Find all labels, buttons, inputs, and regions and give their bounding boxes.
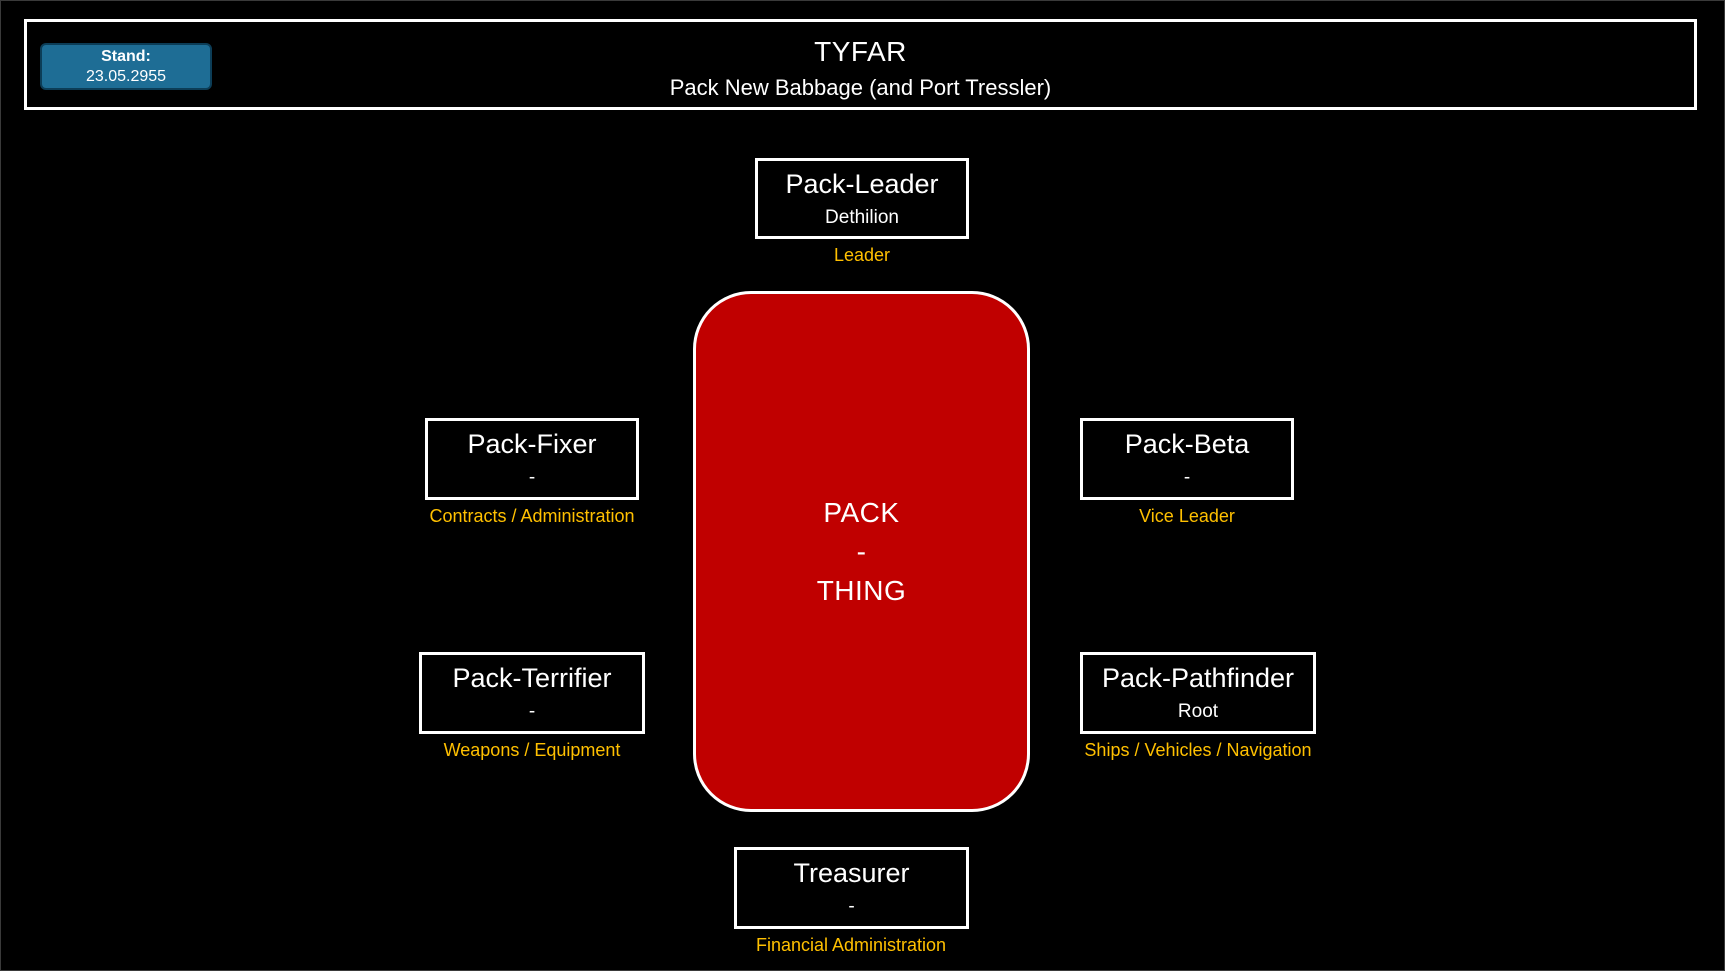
- role-description-treasurer: Financial Administration: [755, 935, 947, 955]
- role-holder: -: [528, 701, 536, 722]
- pack-thing-block: PACK - THING: [693, 291, 1030, 812]
- role-description-pack-leader: Leader: [833, 245, 891, 265]
- pack-thing-line-3: THING: [816, 575, 907, 606]
- role-title: Pack-Beta: [1124, 429, 1250, 459]
- pack-thing-line-2: -: [856, 536, 867, 567]
- pack-thing-line-1: PACK: [823, 497, 900, 528]
- role-description-pack-fixer: Contracts / Administration: [429, 506, 635, 526]
- stand-date-badge: Stand: 23.05.2955: [40, 43, 212, 90]
- role-title: Pack-Pathfinder: [1101, 663, 1295, 693]
- role-box-pack-beta: Pack-Beta -: [1080, 418, 1294, 500]
- page-title: TYFAR: [814, 36, 907, 67]
- stand-date: 23.05.2955: [85, 68, 167, 85]
- role-box-pack-terrifier: Pack-Terrifier -: [419, 652, 645, 734]
- role-box-pack-leader: Pack-Leader Dethilion: [755, 158, 969, 239]
- role-title: Pack-Terrifier: [452, 663, 612, 693]
- role-box-pack-fixer: Pack-Fixer -: [425, 418, 639, 500]
- role-title: Treasurer: [793, 858, 910, 888]
- role-title: Pack-Fixer: [467, 429, 597, 459]
- header-panel: TYFAR Pack New Babbage (and Port Tressle…: [24, 19, 1697, 110]
- role-title: Pack-Leader: [785, 169, 939, 199]
- role-holder: -: [528, 467, 536, 488]
- role-description-pack-beta: Vice Leader: [1139, 506, 1235, 526]
- stand-label: Stand:: [101, 48, 151, 65]
- role-box-treasurer: Treasurer -: [734, 847, 969, 929]
- role-description-pack-pathfinder: Ships / Vehicles / Navigation: [1084, 740, 1312, 760]
- role-holder: -: [1183, 467, 1191, 488]
- role-holder: Dethilion: [825, 207, 899, 228]
- role-description-pack-terrifier: Weapons / Equipment: [443, 740, 621, 760]
- role-holder: Root: [1177, 701, 1219, 722]
- page-subtitle: Pack New Babbage (and Port Tressler): [669, 75, 1052, 100]
- role-box-pack-pathfinder: Pack-Pathfinder Root: [1080, 652, 1316, 734]
- role-holder: -: [848, 896, 855, 917]
